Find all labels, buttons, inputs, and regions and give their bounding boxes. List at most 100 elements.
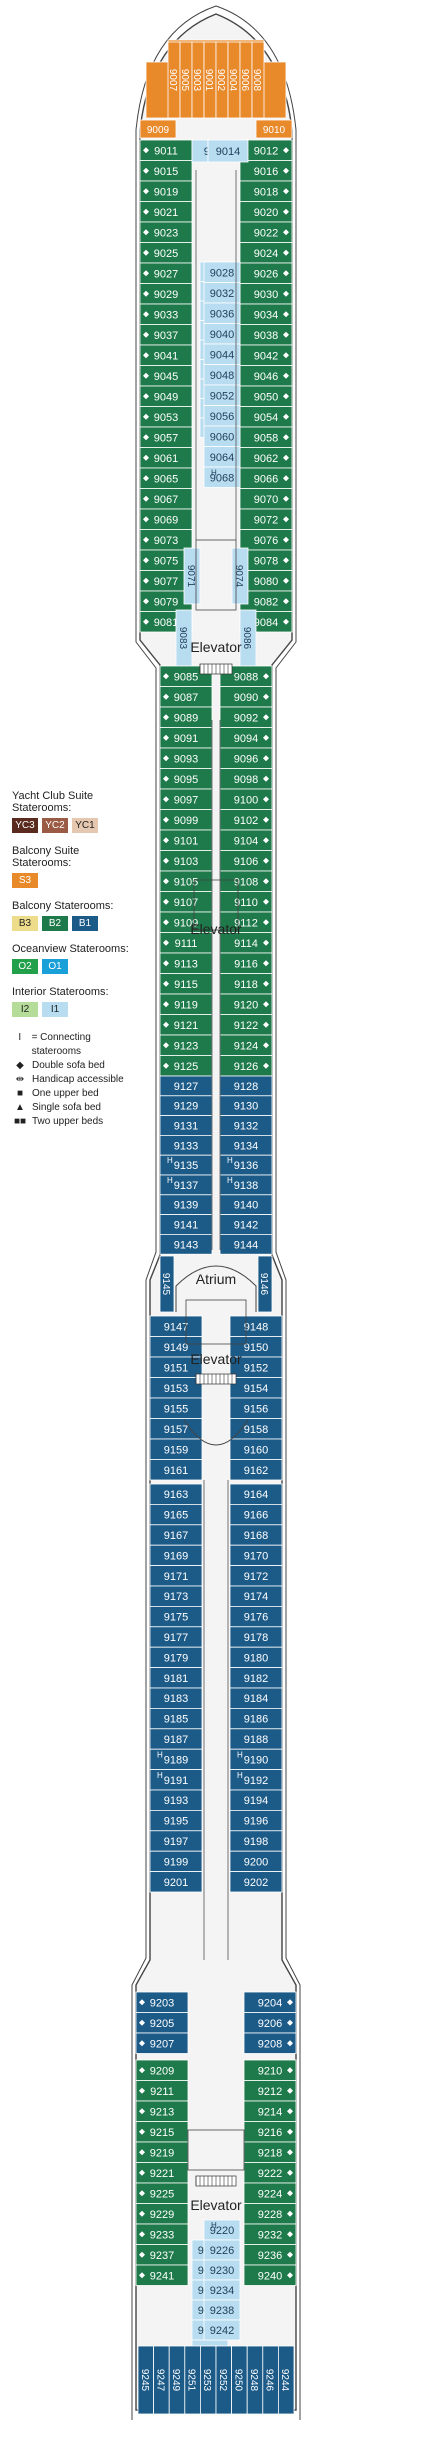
stateroom-9124[interactable]: 9124 — [219, 1034, 273, 1056]
stateroom-9139[interactable]: 9139 — [159, 1194, 213, 1216]
stateroom-9070[interactable]: 9070 — [239, 488, 293, 510]
stateroom-9215[interactable]: 9215 — [135, 2121, 189, 2143]
stateroom-9022[interactable]: 9022 — [239, 221, 293, 243]
stateroom-9128[interactable]: 9128 — [219, 1075, 273, 1097]
stateroom-9115[interactable]: 9115 — [159, 973, 213, 995]
stateroom-9198[interactable]: 9198 — [229, 1830, 283, 1852]
stateroom-9107[interactable]: 9107 — [159, 891, 213, 913]
stateroom-9233[interactable]: 9233 — [135, 2223, 189, 2245]
stateroom-9113[interactable]: 9113 — [159, 952, 213, 974]
stateroom-9193[interactable]: 9193 — [149, 1789, 203, 1811]
stateroom-9173[interactable]: 9173 — [149, 1585, 203, 1607]
stateroom-9249[interactable]: 9249 — [168, 2345, 186, 2415]
stateroom-9009[interactable]: 9009 — [139, 119, 177, 139]
stateroom-9240[interactable]: 9240 — [243, 2264, 297, 2286]
stateroom-9032[interactable]: 9032 — [203, 282, 241, 304]
stateroom-9033[interactable]: 9033 — [139, 303, 193, 325]
stateroom-9246[interactable]: 9246 — [262, 2345, 279, 2415]
stateroom-9194[interactable]: 9194 — [229, 1789, 283, 1811]
stateroom-9219[interactable]: 9219 — [135, 2141, 189, 2163]
stateroom-9003[interactable]: 9003 — [191, 41, 205, 119]
stateroom-9078[interactable]: 9078 — [239, 549, 293, 571]
stateroom-9037[interactable]: 9037 — [139, 324, 193, 346]
stateroom-9134[interactable]: 9134 — [219, 1135, 273, 1156]
stateroom-9111[interactable]: 9111 — [159, 932, 213, 954]
stateroom-9179[interactable]: 9179 — [149, 1646, 203, 1668]
stateroom-9110[interactable]: 9110 — [219, 891, 273, 913]
stateroom-9174[interactable]: 9174 — [229, 1585, 283, 1607]
stateroom-9116[interactable]: 9116 — [219, 952, 273, 974]
stateroom-9041[interactable]: 9041 — [139, 344, 193, 366]
stateroom-9168[interactable]: 9168 — [229, 1524, 283, 1546]
stateroom-9100[interactable]: 9100 — [219, 788, 273, 810]
stateroom-9212[interactable]: 9212 — [243, 2080, 297, 2102]
stateroom-9229[interactable]: 9229 — [135, 2203, 189, 2225]
stateroom-9005[interactable]: 9005 — [179, 41, 193, 119]
stateroom-9042[interactable]: 9042 — [239, 344, 293, 366]
stateroom-9184[interactable]: 9184 — [229, 1687, 283, 1709]
stateroom-9085[interactable]: 9085 — [159, 665, 213, 687]
stateroom-9029[interactable]: 9029 — [139, 283, 193, 305]
stateroom-9120[interactable]: 9120 — [219, 993, 273, 1015]
stateroom-9004[interactable]: 9004 — [227, 41, 241, 119]
stateroom-9183[interactable]: 9183 — [149, 1687, 203, 1709]
stateroom-9036[interactable]: 9036 — [203, 302, 241, 324]
stateroom-9093[interactable]: 9093 — [159, 747, 213, 769]
stateroom-9130[interactable]: 9130 — [219, 1095, 273, 1117]
stateroom-9205[interactable]: 9205 — [135, 2012, 189, 2034]
stateroom-9176[interactable]: 9176 — [229, 1606, 283, 1628]
stateroom-9172[interactable]: 9172 — [229, 1565, 283, 1587]
stateroom-9200[interactable]: 9200 — [229, 1850, 283, 1872]
stateroom-9209[interactable]: 9209 — [135, 2059, 189, 2081]
stateroom-9132[interactable]: 9132 — [219, 1115, 273, 1136]
stateroom-9151[interactable]: 9151 — [149, 1356, 203, 1378]
stateroom-9163[interactable]: 9163 — [149, 1483, 203, 1505]
stateroom-9057[interactable]: 9057 — [139, 426, 193, 448]
stateroom-9154[interactable]: 9154 — [229, 1377, 283, 1399]
stateroom-9252[interactable]: 9252 — [215, 2345, 233, 2415]
stateroom-9121[interactable]: 9121 — [159, 1014, 213, 1036]
stateroom-9018[interactable]: 9018 — [239, 180, 293, 202]
stateroom-9165[interactable]: 9165 — [149, 1504, 203, 1526]
stateroom-9106[interactable]: 9106 — [219, 850, 273, 872]
stateroom-9028[interactable]: 9028 — [203, 261, 241, 283]
stateroom-9062[interactable]: 9062 — [239, 447, 293, 469]
stateroom-9248[interactable]: 9248 — [246, 2345, 264, 2415]
stateroom-9020[interactable]: 9020 — [239, 201, 293, 223]
stateroom-9052[interactable]: 9052 — [203, 384, 241, 406]
stateroom-9074[interactable]: 9074 — [231, 547, 249, 605]
stateroom-9086[interactable]: 9086 — [239, 609, 257, 667]
stateroom-9067[interactable]: 9067 — [139, 488, 193, 510]
stateroom-9166[interactable]: 9166 — [229, 1504, 283, 1526]
stateroom-9196[interactable]: 9196 — [229, 1810, 283, 1832]
stateroom-9150[interactable]: 9150 — [229, 1336, 283, 1358]
stateroom-9083[interactable]: 9083 — [175, 609, 193, 667]
stateroom-9006[interactable]: 9006 — [239, 41, 253, 119]
stateroom-9226[interactable]: 9226 — [203, 2239, 241, 2261]
stateroom-9169[interactable]: 9169 — [149, 1544, 203, 1566]
stateroom-9008[interactable]: 9008 — [251, 41, 265, 119]
stateroom-9099[interactable]: 9099 — [159, 809, 213, 831]
stateroom-9027[interactable]: 9027 — [139, 262, 193, 284]
stateroom-9157[interactable]: 9157 — [149, 1418, 203, 1440]
stateroom-9202[interactable]: 9202 — [229, 1871, 283, 1893]
stateroom-9250[interactable]: 9250 — [231, 2345, 248, 2415]
stateroom-9224[interactable]: 9224 — [243, 2182, 297, 2204]
stateroom-9030[interactable]: 9030 — [239, 283, 293, 305]
stateroom-9072[interactable]: 9072 — [239, 508, 293, 530]
stateroom-9232[interactable]: 9232 — [243, 2223, 297, 2245]
stateroom-9019[interactable]: 9019 — [139, 180, 193, 202]
stateroom-9177[interactable]: 9177 — [149, 1626, 203, 1648]
stateroom-9140[interactable]: 9140 — [219, 1194, 273, 1216]
stateroom-9103[interactable]: 9103 — [159, 850, 213, 872]
stateroom-9218[interactable]: 9218 — [243, 2141, 297, 2163]
stateroom-9049[interactable]: 9049 — [139, 385, 193, 407]
stateroom-9221[interactable]: 9221 — [135, 2162, 189, 2184]
stateroom-9247[interactable]: 9247 — [153, 2345, 170, 2415]
stateroom-9045[interactable]: 9045 — [139, 365, 193, 387]
